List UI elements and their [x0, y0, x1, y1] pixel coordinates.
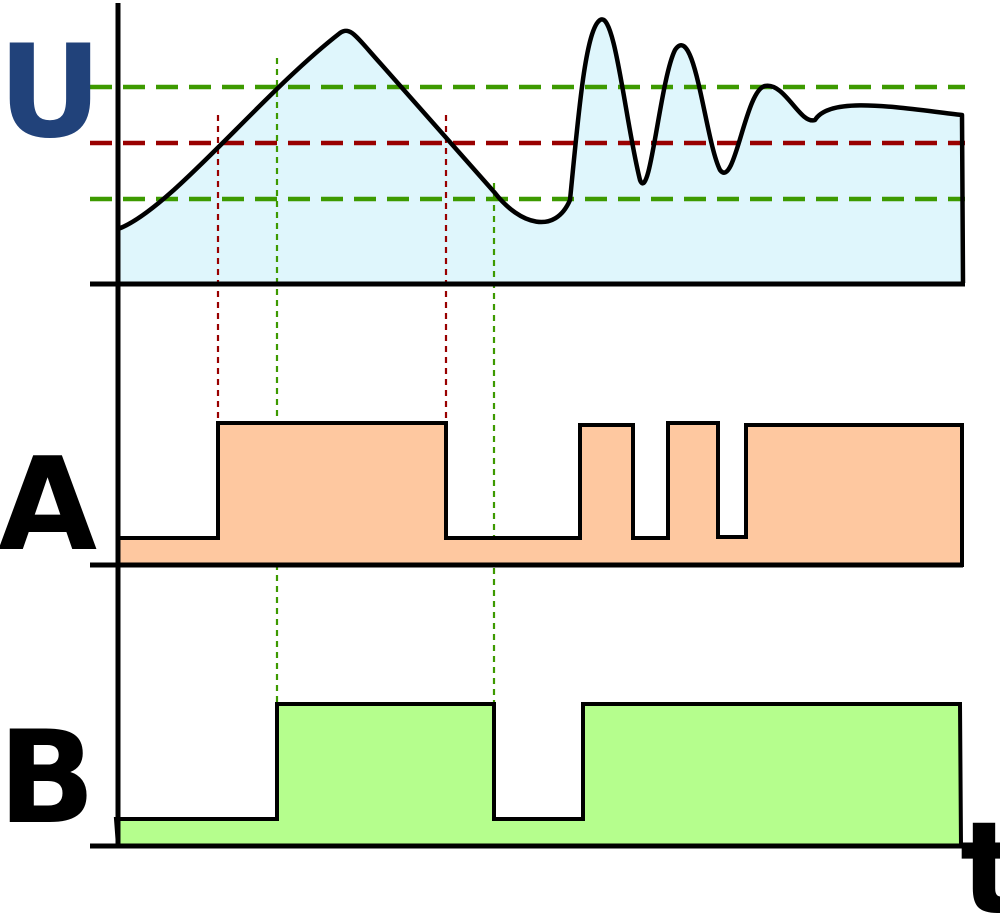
label-u: U — [0, 18, 102, 167]
signal-u-curve — [117, 17, 966, 284]
axes — [90, 3, 965, 849]
threshold-crossing-markers — [216, 58, 496, 704]
label-b: B — [0, 704, 96, 853]
label-t: t — [960, 795, 1000, 913]
output-b-signal — [113, 702, 964, 848]
signal-u-area — [118, 19, 963, 284]
output-a-signal — [116, 421, 964, 567]
label-a: A — [0, 431, 97, 580]
threshold-lines — [90, 84, 965, 202]
